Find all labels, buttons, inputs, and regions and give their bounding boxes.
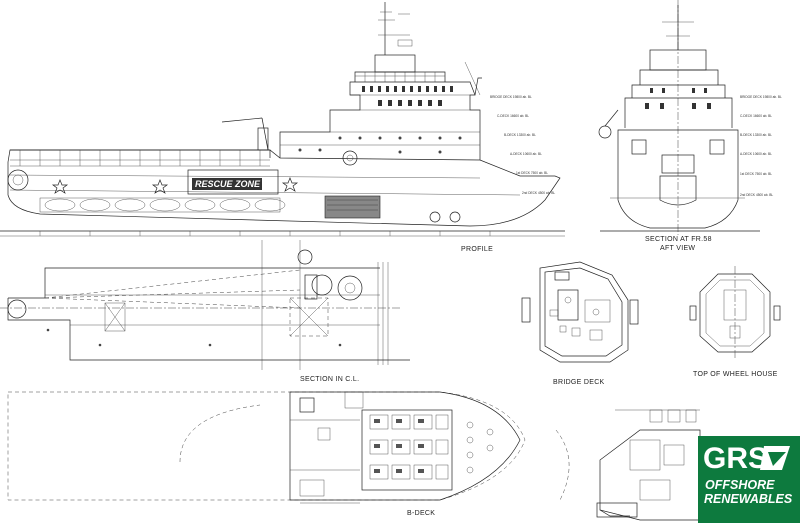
deck-level-label: 1st DECK 7500 ab. BL bbox=[516, 171, 548, 175]
b-deck-caption: B-DECK bbox=[407, 510, 435, 517]
bridge-deck-caption: BRIDGE DECK bbox=[553, 379, 605, 386]
main-engine bbox=[324, 195, 381, 219]
deck-level-label: BRIDGE DECK 19800 ab. BL bbox=[490, 95, 532, 99]
aft-view: BRIDGE DECK 19800 ab. BL C-DECK 16600 ab… bbox=[598, 0, 782, 252]
deck-level-label: A-DECK 10600 ab. BL bbox=[510, 152, 542, 156]
section-cl-view: SECTION IN C.L. bbox=[0, 240, 410, 383]
logo-line-renewables: RENEWABLES bbox=[704, 492, 793, 506]
deck-level-label: C-DECK 16600 ab. BL bbox=[497, 114, 529, 118]
deck-level-label: A-DECK 10600 ab. BL bbox=[740, 152, 772, 156]
deck-level-label: 2nd DECK 4500 ab. BL bbox=[740, 193, 773, 197]
rescue-zone-marking: RESCUE ZONE bbox=[195, 179, 261, 189]
aft-view-caption: AFT VIEW bbox=[660, 245, 695, 252]
deck-level-label: BRIDGE DECK 19800 ab. BL bbox=[740, 95, 782, 99]
top-wheel-house-caption: TOP OF WHEEL HOUSE bbox=[693, 371, 778, 378]
profile-view: RESCUE ZONE bbox=[0, 2, 565, 253]
deck-level-label: B-DECK 13300 ab. BL bbox=[504, 133, 536, 137]
superstructure bbox=[279, 2, 482, 160]
grs-logo: GRS OFFSHORE RENEWABLES bbox=[698, 436, 800, 523]
deck-level-label: B-DECK 13300 ab. BL bbox=[740, 133, 772, 137]
section-fr58-caption: SECTION AT FR.58 bbox=[645, 236, 712, 243]
logo-line-offshore: OFFSHORE bbox=[705, 478, 775, 492]
deck-plan-fragment bbox=[596, 409, 701, 521]
deck-level-label: 1st DECK 7500 ab. BL bbox=[740, 172, 772, 176]
deck-level-label: 2nd DECK 4500 ab. BL bbox=[522, 191, 555, 195]
logo-sail-icon bbox=[760, 446, 790, 470]
logo-wordmark: GRS bbox=[703, 442, 768, 475]
star-icons bbox=[51, 177, 299, 194]
profile-caption: PROFILE bbox=[461, 246, 493, 253]
section-cl-caption: SECTION IN C.L. bbox=[300, 376, 359, 383]
b-deck-view: B-DECK bbox=[7, 391, 570, 517]
deck-level-label: C-DECK 16600 ab. BL bbox=[740, 114, 772, 118]
top-wheel-house-view: TOP OF WHEEL HOUSE bbox=[689, 266, 781, 378]
bridge-deck-view: BRIDGE DECK bbox=[521, 261, 639, 386]
aft-deck-levels: BRIDGE DECK 19800 ab. BL C-DECK 16600 ab… bbox=[740, 95, 782, 197]
profile-deck-levels: BRIDGE DECK 19800 ab. BL C-DECK 16600 ab… bbox=[490, 95, 555, 195]
deck-crane bbox=[221, 117, 269, 151]
